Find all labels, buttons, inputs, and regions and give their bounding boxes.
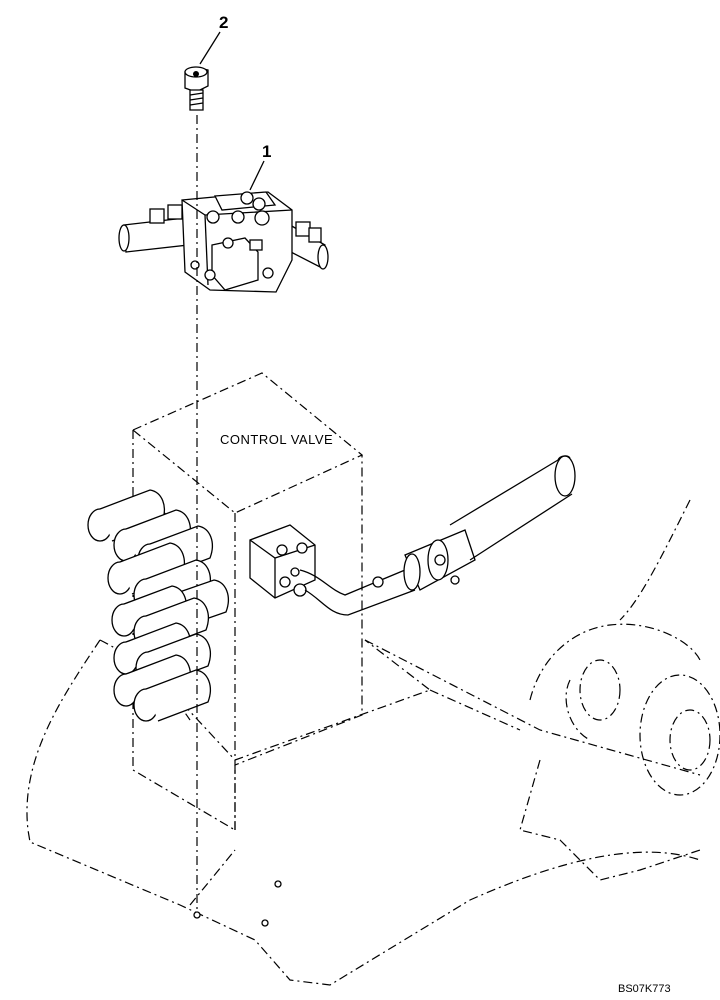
fitting-bolt — [184, 66, 209, 111]
hydraulic-pipe — [299, 455, 576, 616]
callout-2: 2 — [199, 13, 228, 65]
valve-spool-caps — [87, 489, 229, 722]
port-flange — [249, 524, 316, 599]
boom-bracket-outline — [519, 499, 720, 881]
control-valve-label: CONTROL VALVE — [220, 432, 333, 447]
valve-assembly — [118, 191, 329, 293]
mounting-hole — [261, 919, 269, 927]
mounting-hole — [274, 880, 282, 888]
callout-2-number: 2 — [219, 13, 228, 32]
callout-1-number: 1 — [262, 142, 271, 161]
mounting-hole — [193, 911, 201, 919]
drawing-reference: BS07K773 — [618, 983, 671, 995]
control-valve-block: CONTROL VALVE — [131, 372, 364, 831]
mounting-plate-outline — [169, 639, 701, 776]
callout-1: 1 — [249, 142, 271, 191]
